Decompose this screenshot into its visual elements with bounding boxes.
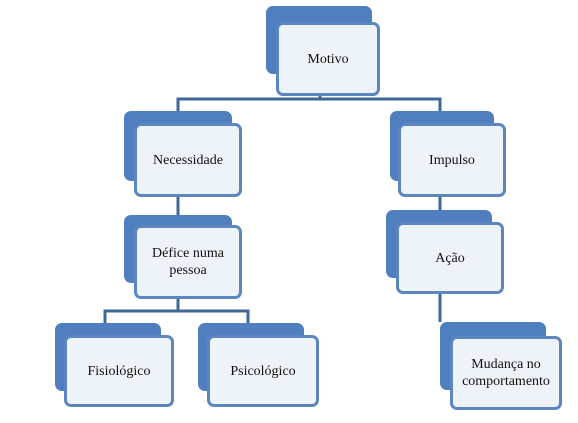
- node-motivo-label: Motivo: [276, 22, 380, 96]
- connector-motivo-right: [320, 97, 442, 111]
- connector-deficit: [103, 297, 180, 323]
- node-psicologico-label: Psicológico: [207, 335, 319, 407]
- node-deficit-label: Défice numa pessoa: [134, 225, 242, 299]
- node-impulso-label: Impulso: [398, 123, 506, 197]
- node-mudanca-label: Mudança no comportamento: [450, 336, 562, 410]
- node-fisiologico-label: Fisiológico: [64, 335, 174, 407]
- node-acao-label: Ação: [396, 222, 504, 294]
- node-necessidade-label: Necessidade: [134, 123, 242, 197]
- connector-deficit-right: [178, 309, 250, 323]
